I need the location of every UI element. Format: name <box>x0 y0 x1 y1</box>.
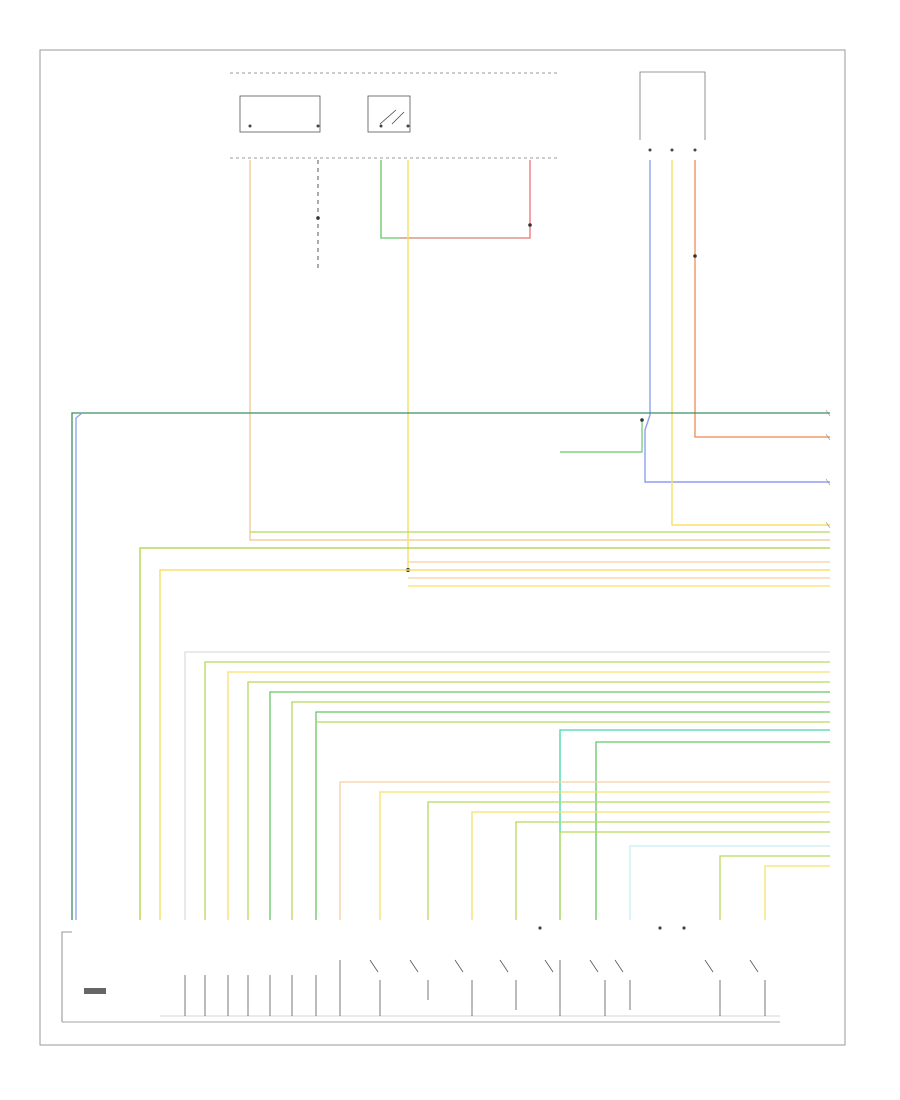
splice-dot-green <box>640 418 644 422</box>
wire-g3-8 <box>719 855 830 920</box>
wire-g2-5 <box>269 691 830 920</box>
wire-g3-2 <box>379 791 830 920</box>
wire-g3-4 <box>471 811 830 920</box>
wire-end-ticks <box>825 409 831 529</box>
wire-g3-1 <box>339 781 830 920</box>
relay-contact-2 <box>391 111 405 125</box>
wire-blue-right <box>644 160 830 483</box>
splice-dot-red <box>528 223 532 227</box>
wire-g2-2 <box>204 661 830 920</box>
wire-g2-8 <box>559 729 830 920</box>
terminal-dots <box>248 124 697 930</box>
wire-green-loop <box>380 160 520 239</box>
pcm-box <box>61 931 72 1022</box>
wire-g2-7 <box>315 711 830 920</box>
wire-g2-1 <box>184 651 830 920</box>
relay-box-right <box>367 95 411 133</box>
wire-g3-9 <box>764 865 830 920</box>
wire-tan-left <box>249 160 830 541</box>
wire-g2-3 <box>227 671 830 920</box>
splice-dot-orange <box>693 254 697 258</box>
wire-g2-6 <box>291 701 830 920</box>
connector-box-right <box>639 71 706 140</box>
wire-g3-6 <box>559 831 830 920</box>
splice-dot <box>316 216 320 220</box>
wire-g2-9 <box>595 741 830 920</box>
diagram-border <box>39 49 846 1046</box>
wire-blue-left <box>75 412 83 920</box>
wire-darkgreen <box>71 412 830 920</box>
relay-contact <box>379 109 397 125</box>
wire-orange-right <box>694 160 830 438</box>
wire-g3-5 <box>515 821 830 920</box>
wire-g2-4 <box>247 681 830 920</box>
solenoid-row <box>184 959 766 1016</box>
wire-yellow-right <box>671 160 830 526</box>
wire-bus1-yg <box>139 547 830 920</box>
wire-bus1-y <box>159 569 830 920</box>
wire-green-branch <box>560 420 643 453</box>
wire-g3-3 <box>427 801 830 920</box>
wire-red-loop <box>520 160 531 239</box>
wire-g3-7 <box>629 845 830 920</box>
pcm-label-box <box>84 988 106 994</box>
relay-box-left <box>239 95 321 133</box>
